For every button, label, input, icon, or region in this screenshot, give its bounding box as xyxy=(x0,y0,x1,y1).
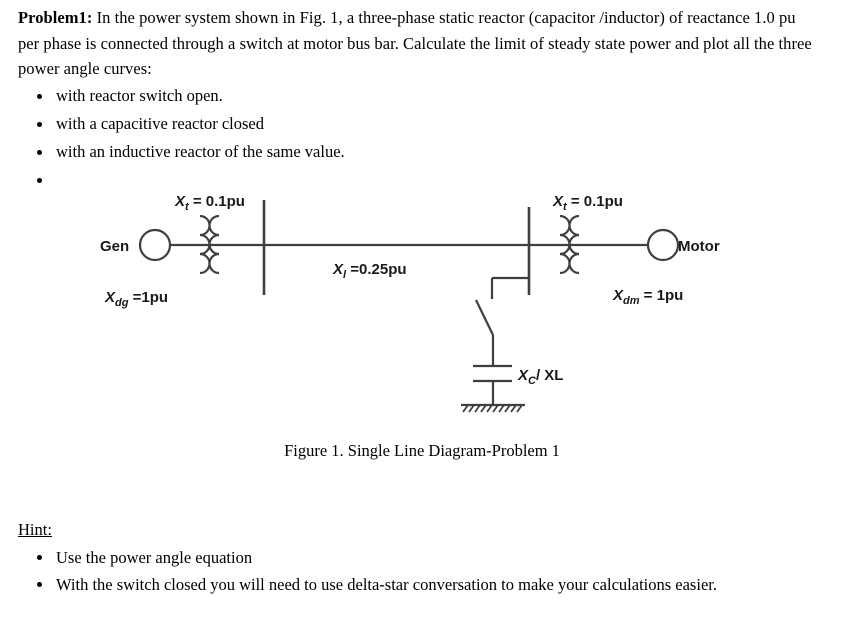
xdm-label: Xdm = 1pu xyxy=(612,287,683,307)
list-item: with reactor switch open. xyxy=(18,82,818,110)
hint-title: Hint: xyxy=(18,520,52,539)
problem-statement-block: Problem1: In the power system shown in F… xyxy=(18,5,818,194)
list-item: with an inductive reactor of the same va… xyxy=(18,138,818,166)
reactor-label: XC/ XL xyxy=(517,367,563,387)
xt-left-label: Xt = 0.1pu xyxy=(174,193,245,213)
problem-label: Problem1: xyxy=(18,8,93,27)
list-item-empty xyxy=(18,166,818,194)
gen-label: Gen xyxy=(100,238,129,255)
xline-label: Xl =0.25pu xyxy=(332,261,407,281)
list-item: With the switch closed you will need to … xyxy=(18,571,818,598)
motor-label: Motor xyxy=(678,238,720,255)
hint-block: Hint: Use the power angle equation With … xyxy=(18,518,818,598)
motor-symbol xyxy=(646,228,680,262)
xt-right-label: Xt = 0.1pu xyxy=(552,193,623,213)
problem-paragraph: Problem1: In the power system shown in F… xyxy=(18,5,818,82)
ground-hatch xyxy=(462,404,523,413)
xdg-label: Xdg =1pu xyxy=(104,289,168,309)
reactor-switch-blade xyxy=(475,299,494,336)
generator-symbol xyxy=(138,228,172,262)
list-item: with a capacitive reactor closed xyxy=(18,110,818,138)
single-line-diagram: Gen Motor Xt = 0.1pu Xt = 0.1pu Xl =0.25… xyxy=(0,182,844,427)
problem-bullet-list: with reactor switch open. with a capacit… xyxy=(18,82,818,194)
figure-caption: Figure 1. Single Line Diagram-Problem 1 xyxy=(284,441,560,460)
list-item: Use the power angle equation xyxy=(18,544,818,571)
hint-bullet-list: Use the power angle equation With the sw… xyxy=(18,544,818,598)
problem-text: In the power system shown in Fig. 1, a t… xyxy=(18,8,812,78)
